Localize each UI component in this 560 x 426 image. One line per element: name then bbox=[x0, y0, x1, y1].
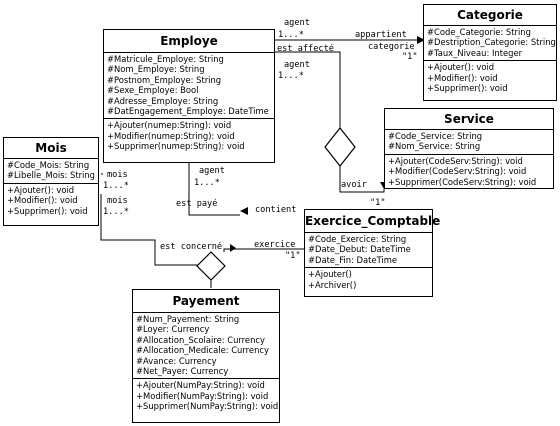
class-title: Exercice_Comptable bbox=[305, 210, 440, 233]
association-label-est-paye: est payé bbox=[176, 199, 218, 209]
class-service: Service #Code_Service: String #Nom_Servi… bbox=[384, 108, 554, 189]
attribute-row: #Adresse_Employe: String bbox=[107, 95, 219, 106]
attribute-row: #Date_Fin: DateTime bbox=[308, 254, 398, 265]
operation-section: +Ajouter(CodeServ:String): void +Modifie… bbox=[385, 155, 553, 189]
operation-row: +Supprimer(NumPay:String): void bbox=[136, 401, 279, 412]
class-employe: Employe #Matricule_Employe: String #Nom_… bbox=[103, 29, 275, 163]
multiplicity-label: 1...* bbox=[278, 71, 304, 81]
operation-row: +Supprimer(CodeServ:String): void bbox=[388, 176, 537, 187]
attribute-row: #Taux_Niveau: Integer bbox=[427, 47, 523, 58]
class-title: Categorie bbox=[424, 5, 556, 26]
multiplicity-label: 1...* bbox=[278, 30, 304, 40]
class-payement: Payement #Num_Payement: String #Loyer: C… bbox=[132, 289, 280, 423]
class-title: Service bbox=[385, 109, 553, 130]
line-mois-ternary bbox=[100, 194, 200, 266]
attribute-section: #Num_Payement: String #Loyer: Currency #… bbox=[133, 313, 279, 380]
class-title: Mois bbox=[4, 138, 98, 159]
attribute-row: #DatEngagement_Employe: DateTime bbox=[107, 106, 269, 117]
arrow-contient bbox=[240, 207, 248, 215]
arrow-est-concerne bbox=[230, 244, 236, 252]
class-title: Employe bbox=[104, 30, 274, 53]
operation-row: +Modifier(NumPay:String): void bbox=[136, 390, 269, 401]
operation-section: +Ajouter(): void +Modifier(): void +Supp… bbox=[424, 61, 556, 95]
association-label-appartient: appartient bbox=[355, 30, 407, 40]
attribute-row: #Allocation_Scolaire: Currency bbox=[136, 334, 265, 345]
attribute-row: #Destription_Categorie: String bbox=[427, 37, 556, 48]
operation-row: +Ajouter(numep:String): void bbox=[107, 120, 232, 131]
operation-row: +Modifier(numep:String): void bbox=[107, 130, 235, 141]
attribute-row: #Nom_Employe: String bbox=[107, 64, 205, 75]
attribute-row: #Postnom_Employe: String bbox=[107, 74, 222, 85]
line-employe-payement bbox=[188, 163, 240, 216]
class-mois: Mois #Code_Mois: String #Libelle_Mois: S… bbox=[3, 137, 99, 226]
association-label-contient: contient bbox=[255, 205, 297, 215]
multiplicity-label: "1" bbox=[285, 251, 301, 261]
operation-section: +Ajouter(): void +Modifier(): void +Supp… bbox=[4, 184, 98, 218]
operation-row: +Supprimer(): void bbox=[7, 205, 88, 216]
line-diamond-service bbox=[339, 166, 385, 193]
attribute-row: #Allocation_Medicale: Currency bbox=[136, 345, 269, 356]
operation-row: +Ajouter(): void bbox=[7, 184, 75, 195]
attribute-row: #Date_Debut: DateTime bbox=[308, 244, 411, 255]
association-label-est-concerne: est concerné bbox=[160, 242, 223, 252]
attribute-row: #Code_Service: String bbox=[388, 131, 483, 141]
operation-row: +Modifier(): void bbox=[427, 72, 498, 83]
multiplicity-label: "1" bbox=[370, 198, 386, 208]
attribute-row: #Nom_Service: String bbox=[388, 141, 481, 152]
operation-row: +Ajouter(): void bbox=[427, 62, 495, 73]
attribute-row: #Loyer: Currency bbox=[136, 324, 210, 335]
attribute-row: #Code_Categorie: String bbox=[427, 27, 531, 37]
association-diamond-affectation bbox=[324, 127, 356, 167]
class-title: Payement bbox=[133, 290, 279, 313]
operation-row: +Ajouter() bbox=[308, 269, 352, 280]
role-label-agent: agent bbox=[284, 60, 310, 70]
association-diamond-payement bbox=[196, 251, 226, 281]
attribute-row: #Code_Exercice: String bbox=[308, 234, 407, 244]
attribute-section: #Code_Service: String #Nom_Service: Stri… bbox=[385, 130, 553, 155]
line-exercice-ternary bbox=[223, 248, 305, 252]
class-categorie: Categorie #Code_Categorie: String #Destr… bbox=[423, 4, 557, 101]
operation-row: +Modifier(CodeServ:String): void bbox=[388, 166, 527, 177]
class-exercice-comptable: Exercice_Comptable #Code_Exercice: Strin… bbox=[304, 209, 440, 297]
multiplicity-label: 1...* bbox=[103, 207, 129, 217]
operation-row: +Ajouter(NumPay:String): void bbox=[136, 380, 265, 391]
attribute-row: #Num_Payement: String bbox=[136, 314, 240, 324]
role-label-mois: mois bbox=[107, 196, 128, 206]
operation-row: +Supprimer(numep:String): void bbox=[107, 141, 245, 152]
operation-row: +Archiver() bbox=[308, 279, 357, 290]
attribute-row: #Net_Payer: Currency bbox=[136, 366, 229, 377]
attribute-section: #Matricule_Employe: String #Nom_Employe:… bbox=[104, 53, 274, 120]
attribute-row: #Matricule_Employe: String bbox=[107, 54, 224, 64]
operation-row: +Supprimer(): void bbox=[427, 83, 508, 94]
operation-section: +Ajouter(NumPay:String): void +Modifier(… bbox=[133, 379, 279, 413]
operation-row: +Modifier(): void bbox=[7, 195, 78, 206]
role-label-categorie: categorie bbox=[368, 42, 415, 52]
operation-section: +Ajouter(numep:String): void +Modifier(n… bbox=[104, 119, 274, 153]
multiplicity-label: "1" bbox=[402, 52, 418, 62]
multiplicity-label: 1...* bbox=[103, 181, 129, 191]
association-label-est-affecte: est affecté bbox=[277, 44, 334, 54]
attribute-row: #Avance: Currency bbox=[136, 355, 217, 366]
role-label-exercice: exercice bbox=[254, 240, 296, 250]
operation-section: +Ajouter() +Archiver() bbox=[305, 268, 432, 292]
association-label-avoir: avoir bbox=[341, 180, 367, 190]
attribute-row: #Libelle_Mois: String bbox=[7, 170, 95, 181]
role-label-agent: agent bbox=[284, 18, 310, 28]
role-label-mois: mois bbox=[107, 170, 128, 180]
role-label-agent: agent bbox=[199, 166, 225, 176]
attribute-section: #Code_Categorie: String #Destription_Cat… bbox=[424, 26, 556, 62]
attribute-section: #Code_Mois: String #Libelle_Mois: String bbox=[4, 159, 98, 184]
attribute-row: #Sexe_Employe: Bool bbox=[107, 85, 199, 96]
attribute-section: #Code_Exercice: String #Date_Debut: Date… bbox=[305, 233, 432, 269]
operation-row: +Ajouter(CodeServ:String): void bbox=[388, 155, 523, 166]
arrow-appartient bbox=[417, 36, 425, 44]
attribute-row: #Code_Mois: String bbox=[7, 160, 90, 170]
multiplicity-label: 1...* bbox=[194, 178, 220, 188]
line-employe-diamond-service bbox=[275, 51, 341, 128]
